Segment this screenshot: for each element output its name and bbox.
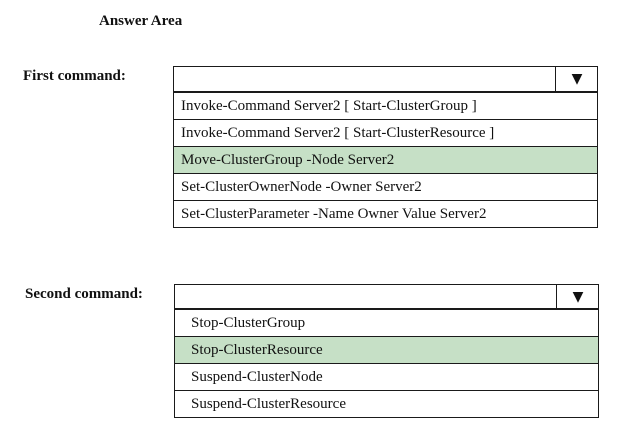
answer-area-heading: Answer Area [99, 13, 183, 29]
second-command-label: Second command: [25, 286, 143, 302]
second-command-options: Stop-ClusterGroup Stop-ClusterResource S… [174, 309, 599, 418]
first-command-label: First command: [23, 68, 126, 84]
first-option-set-clusterownernode[interactable]: Set-ClusterOwnerNode -Owner Server2 [174, 174, 597, 201]
first-option-invoke-start-clusterresource[interactable]: Invoke-Command Server2 [ Start-ClusterRe… [174, 120, 597, 147]
first-command-dropdown-arrow[interactable]: ▼ [555, 66, 598, 92]
second-command-dropdown-arrow[interactable]: ▼ [556, 284, 599, 309]
first-option-invoke-start-clustergroup[interactable]: Invoke-Command Server2 [ Start-ClusterGr… [174, 93, 597, 120]
second-command-dropdown[interactable]: ▼ [174, 284, 599, 309]
second-option-stop-clusterresource[interactable]: Stop-ClusterResource [175, 337, 598, 364]
first-command-options: Invoke-Command Server2 [ Start-ClusterGr… [173, 92, 598, 228]
triangle-down-icon: ▼ [571, 71, 583, 87]
first-command-dropdown[interactable]: ▼ [173, 66, 598, 92]
first-option-move-clustergroup[interactable]: Move-ClusterGroup -Node Server2 [174, 147, 597, 174]
first-option-set-clusterparameter[interactable]: Set-ClusterParameter -Name Owner Value S… [174, 201, 597, 228]
second-option-suspend-clusternode[interactable]: Suspend-ClusterNode [175, 364, 598, 391]
triangle-down-icon: ▼ [572, 288, 584, 305]
second-option-stop-clustergroup[interactable]: Stop-ClusterGroup [175, 310, 598, 337]
second-option-suspend-clusterresource[interactable]: Suspend-ClusterResource [175, 391, 598, 418]
